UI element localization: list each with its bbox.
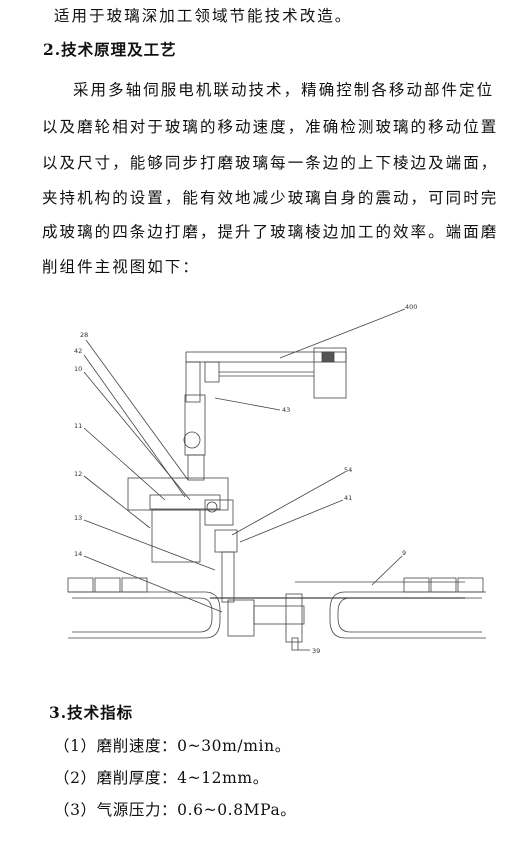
paragraph-line-4: 夹持机构的设置，能有效地减少玻璃自身的震动，可同时完	[42, 189, 499, 207]
line-applicable: 适用于玻璃深加工领域节能技术改造。	[54, 7, 353, 25]
label-400: 400	[405, 303, 417, 311]
label-41: 41	[344, 494, 352, 502]
label-54: 54	[344, 466, 352, 474]
label-11: 11	[74, 422, 82, 430]
label-9: 9	[402, 549, 406, 557]
label-12: 12	[74, 470, 82, 478]
label-28: 28	[80, 331, 88, 339]
paragraph-line-5: 成玻璃的四条边打磨，提升了玻璃棱边加工的效率。端面磨	[42, 223, 499, 241]
label-39: 39	[312, 647, 320, 655]
grinding-assembly-diagram: 400 28 42 10 11 43 12 54 41 13 14 9 39	[67, 303, 486, 655]
heading-tech-specs: 3.技术指标	[49, 703, 134, 722]
spec-item-3: （3）气源压力：0.6~0.8MPa。	[54, 801, 297, 819]
label-43: 43	[282, 406, 290, 414]
heading-tech-principle: 2.技术原理及工艺	[43, 40, 177, 59]
paragraph-line-3: 以及尺寸，能够同步打磨玻璃每一条边的上下棱边及端面，	[42, 154, 499, 172]
paragraph-line-1: 采用多轴伺服电机联动技术，精确控制各移动部件定位	[73, 81, 495, 99]
label-42: 42	[74, 347, 82, 355]
label-10: 10	[74, 365, 82, 373]
label-14: 14	[74, 550, 82, 558]
spec-item-2: （2）磨削厚度：4~12mm。	[54, 769, 269, 787]
spec-item-1: （1）磨削速度：0~30m/min。	[54, 737, 291, 755]
paragraph-line-2: 以及磨轮相对于玻璃的移动速度，准确检测玻璃的移动位置	[42, 118, 499, 136]
paragraph-line-6: 削组件主视图如下：	[42, 258, 200, 276]
label-13: 13	[74, 514, 82, 522]
